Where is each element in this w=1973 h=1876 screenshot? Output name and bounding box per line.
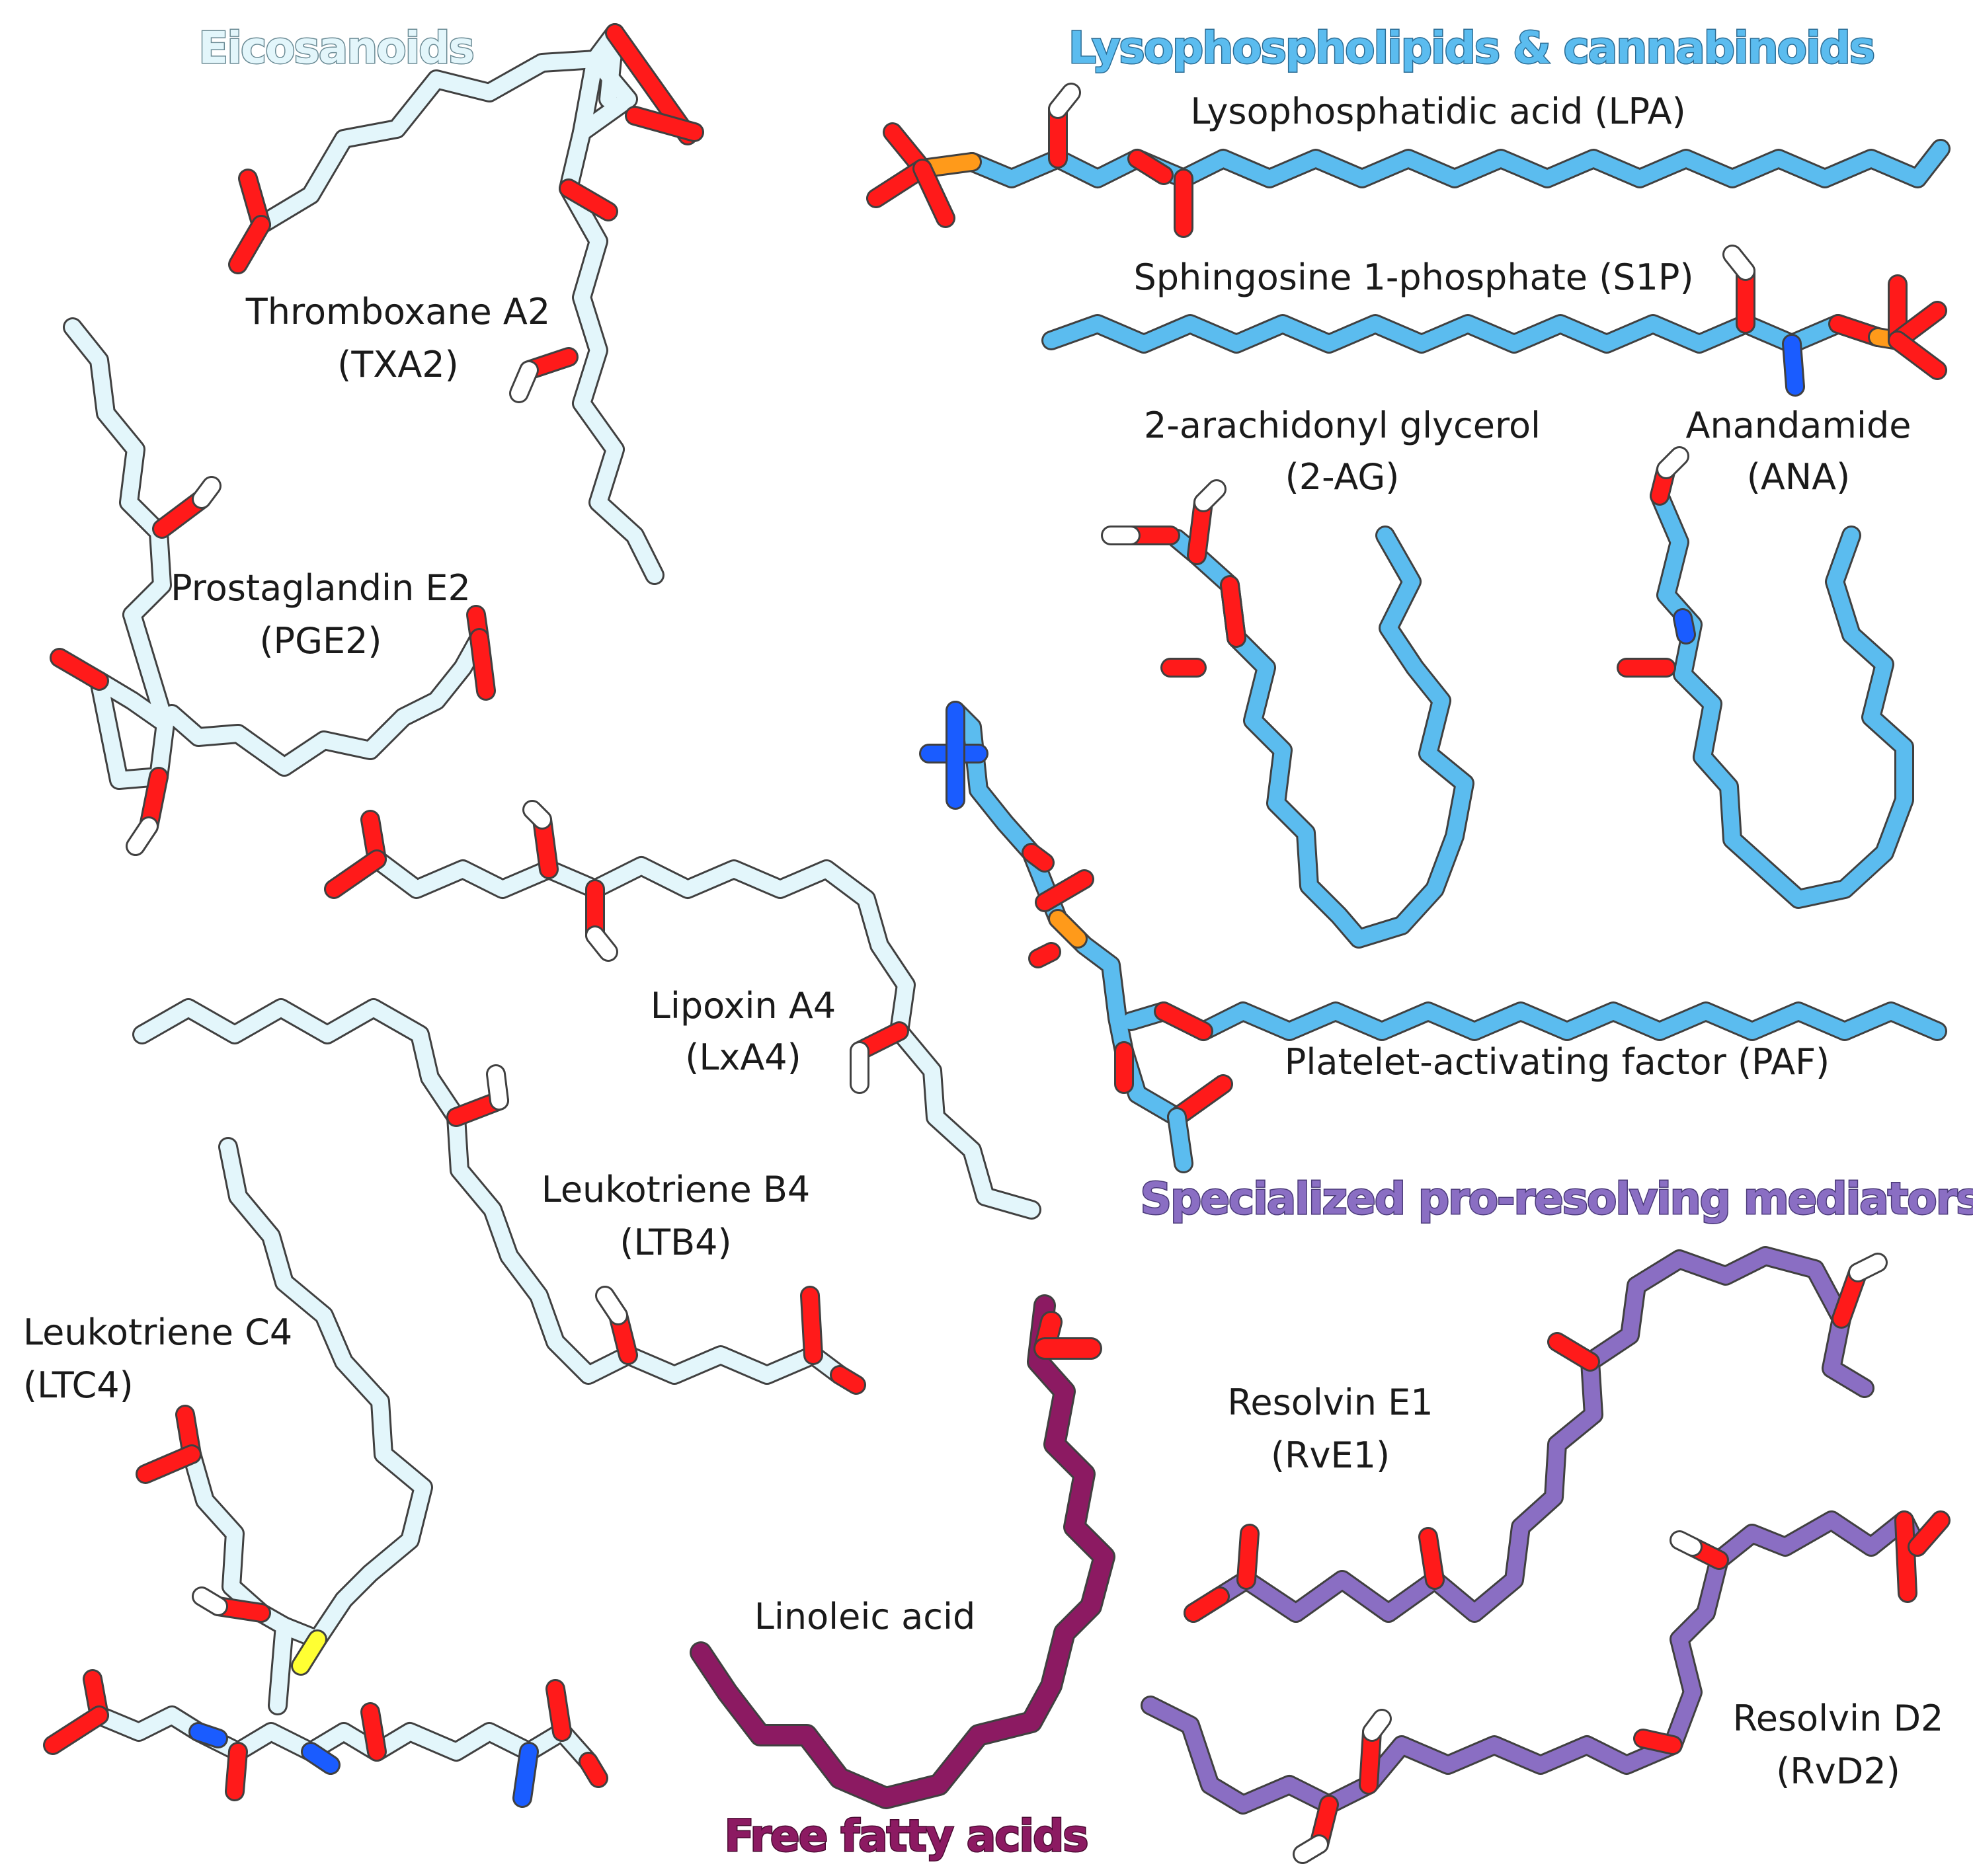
label-ltb4-abbr: (LTB4) xyxy=(620,1222,731,1263)
labels-layer: Eicosanoids Lysophospholipids & cannabin… xyxy=(23,22,1973,1863)
group-label-ffa: Free fatty acids xyxy=(724,1811,1087,1861)
molecule-lpa xyxy=(866,83,1951,238)
molecule-ltc4 xyxy=(43,1137,608,1808)
group-label-spm: Specialized pro-resolving mediators xyxy=(1140,1173,1973,1224)
label-ana-abbr: (ANA) xyxy=(1747,456,1850,498)
group-label-lyso: Lysophospholipids & cannabinoids xyxy=(1068,22,1874,73)
label-ana-name: Anandamide xyxy=(1686,405,1912,446)
molecule-rve1 xyxy=(1184,1246,1888,1623)
label-paf: Platelet-activating factor (PAF) xyxy=(1285,1041,1830,1083)
molecule-ltb4 xyxy=(132,998,866,1395)
label-rvd2-abbr: (RvD2) xyxy=(1776,1750,1900,1792)
label-lxa4-abbr: (LxA4) xyxy=(685,1036,801,1078)
group-label-eicosanoids: Eicosanoids xyxy=(198,22,473,73)
molecule-lxa4 xyxy=(324,800,1041,1220)
label-ltc4-name: Leukotriene C4 xyxy=(23,1311,292,1353)
molecules-layer xyxy=(43,23,1951,1864)
molecule-2ag xyxy=(1101,479,1474,949)
molecule-txa2 xyxy=(228,23,704,585)
label-s1p: Sphingosine 1-phosphate (S1P) xyxy=(1133,256,1693,298)
label-rve1-abbr: (RvE1) xyxy=(1271,1434,1390,1476)
molecule-s1p xyxy=(1041,245,1947,397)
label-rve1-name: Resolvin E1 xyxy=(1227,1382,1433,1423)
label-lpa: Lysophosphatidic acid (LPA) xyxy=(1190,91,1685,132)
label-pge2-name: Prostaglandin E2 xyxy=(171,567,471,609)
label-pge2-abbr: (PGE2) xyxy=(259,620,382,662)
label-txa2-name: Thromboxane A2 xyxy=(245,291,550,332)
label-txa2-abbr: (TXA2) xyxy=(337,344,458,385)
label-2ag-name: 2-arachidonyl glycerol xyxy=(1144,405,1541,446)
label-linoleic: Linoleic acid xyxy=(754,1596,976,1637)
label-ltc4-abbr: (LTC4) xyxy=(23,1364,134,1406)
molecule-paf xyxy=(919,701,1947,1173)
molecule-rvd2 xyxy=(1141,1510,1951,1864)
label-rvd2-name: Resolvin D2 xyxy=(1733,1698,1944,1739)
molecule-pge2 xyxy=(50,317,496,856)
molecule-ana xyxy=(1617,446,1914,909)
label-ltb4-name: Leukotriene B4 xyxy=(542,1169,811,1210)
molecule-linoleic xyxy=(690,1294,1115,1809)
label-lxa4-name: Lipoxin A4 xyxy=(651,985,836,1027)
label-2ag-abbr: (2-AG) xyxy=(1285,456,1400,498)
